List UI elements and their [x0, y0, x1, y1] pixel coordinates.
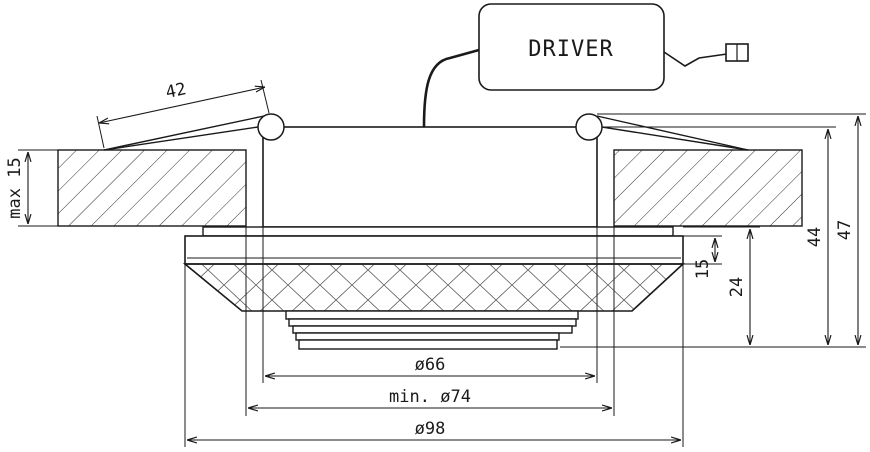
driver-cable [422, 48, 480, 128]
ceiling-left [57, 149, 247, 227]
dim-label-98: ø98 [415, 419, 446, 439]
dim-height-24: 24 [560, 226, 760, 348]
ceiling-right [613, 149, 803, 227]
output-cable [663, 51, 728, 67]
dim-ceiling-thickness: max 15 [5, 149, 58, 227]
dim-dia-66: ø66 [262, 227, 598, 383]
spring-clip-left [103, 113, 285, 151]
dim-height-44: 44 [602, 126, 836, 348]
dim-label-15: 15 [693, 259, 713, 279]
dim-label-47: 47 [835, 220, 855, 240]
dim-label-24: 24 [727, 277, 747, 297]
dim-label-74: min. ø74 [389, 387, 471, 407]
trim-plate [202, 226, 674, 237]
dim-label-42: 42 [164, 79, 188, 103]
driver-box: DRIVER [478, 3, 665, 91]
driver-label: DRIVER [528, 37, 613, 62]
dim-label-66: ø66 [415, 355, 446, 375]
dim-height-15: 15 [683, 235, 722, 279]
dim-dia-74: min. ø74 [245, 226, 615, 416]
crystal-band [182, 263, 686, 312]
trim-ring [184, 235, 684, 265]
dim-label-44: 44 [805, 227, 825, 247]
dim-dia-98: ø98 [184, 264, 684, 447]
spring-clip-right [575, 113, 749, 151]
dim-clip-length: 42 [96, 79, 270, 149]
dim-label-max15: max 15 [5, 157, 25, 218]
lamp-housing [262, 126, 598, 228]
dim-height-47: 47 [597, 113, 866, 348]
stepped-lens [285, 310, 579, 350]
